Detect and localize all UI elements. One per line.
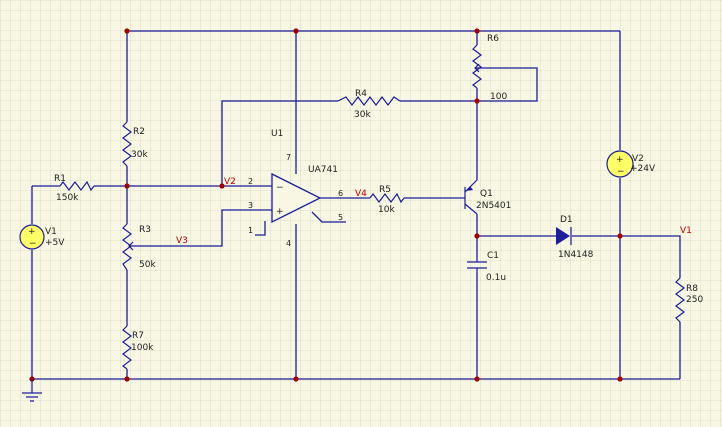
u1-ref: U1 (271, 129, 283, 139)
r5-ref: R5 (379, 185, 391, 195)
u1-value: UA741 (308, 165, 338, 175)
v1-ref: V1 (45, 227, 57, 237)
r1-resistor[interactable]: R1 150k (54, 174, 95, 203)
v1-plus-sign: + (28, 227, 36, 237)
junction-gnd-divider (124, 376, 130, 382)
r2-ref: R2 (133, 127, 145, 137)
c1-ref: C1 (487, 251, 499, 261)
u1-minus-input-sign: − (276, 183, 284, 193)
u1-pin-4: 4 (286, 239, 291, 248)
r3-value: 50k (139, 260, 156, 270)
u1-pin-5: 5 (338, 213, 343, 222)
r1-ref: R1 (54, 174, 66, 184)
r7-ref: R7 (132, 331, 144, 341)
r4-resistor[interactable]: R4 30k (337, 89, 401, 120)
r8-ref: R8 (686, 284, 698, 294)
u1-pin-3: 3 (248, 201, 253, 210)
r8-resistor[interactable]: R8 250 (675, 277, 703, 323)
q1-ref: Q1 (480, 189, 493, 199)
wire-r6-wiper-loop (477, 67, 538, 102)
junction-r6-wiper (474, 98, 480, 104)
wire-offset5 (311, 211, 346, 223)
u1-pin-1: 1 (248, 226, 253, 235)
net-label-v3: V3 (176, 236, 188, 246)
junctions (29, 28, 623, 382)
r4-ref: R4 (355, 89, 367, 99)
junction-top-u1 (293, 28, 299, 34)
c1-capacitor[interactable]: C1 0.1u (467, 251, 506, 283)
junction-gnd-c1 (474, 376, 480, 382)
r6-ref: R6 (487, 34, 499, 44)
q1-transistor[interactable]: Q1 2N5401 (458, 179, 511, 215)
v2-minus-sign: − (617, 167, 625, 177)
junction-gnd-v2 (617, 376, 623, 382)
r6-value: 100 (490, 92, 507, 102)
wire-noninv-input (139, 209, 255, 247)
wire-feedback-drop (221, 100, 338, 186)
junction-collector (474, 233, 480, 239)
u1-pin-2: 2 (248, 177, 253, 186)
q1-value: 2N5401 (476, 201, 511, 211)
junction-feedback (219, 183, 225, 189)
net-label-v1: V1 (680, 226, 692, 236)
v1-minus-sign: − (29, 239, 37, 249)
v1-value: +5V (45, 238, 65, 248)
junction-r2-r3 (124, 183, 130, 189)
d1-value: 1N4148 (558, 250, 594, 260)
r1-value: 150k (56, 193, 79, 203)
c1-value: 0.1u (486, 273, 506, 283)
v2-value: +24V (630, 164, 656, 174)
v2-source[interactable]: + − V2 +24V (606, 150, 656, 178)
ground-symbol (22, 379, 42, 402)
u1-plus-input-sign: + (276, 207, 284, 217)
d1-ref: D1 (560, 215, 573, 225)
junction-d1-out (617, 233, 623, 239)
r5-resistor[interactable]: R5 10k (369, 185, 405, 215)
wire-d1-cathode (572, 235, 681, 278)
r5-value: 10k (378, 205, 395, 215)
r8-value: 250 (686, 295, 703, 305)
wire-offset1 (255, 221, 266, 236)
junction-top-r6 (474, 28, 480, 34)
d1-diode[interactable]: D1 1N4148 (556, 215, 594, 260)
r3-ref: R3 (139, 225, 151, 235)
net-label-v4: V4 (355, 189, 367, 199)
r4-value: 30k (354, 110, 371, 120)
junction-gnd-u1 (293, 376, 299, 382)
u1-pin-6: 6 (338, 189, 343, 198)
r2-resistor[interactable]: R2 30k (122, 121, 148, 167)
v2-plus-sign: + (616, 155, 624, 165)
net-label-v2: V2 (224, 177, 236, 187)
r3-potentiometer[interactable]: R3 50k (122, 223, 156, 271)
u1-opamp[interactable]: − + U1 UA741 2 3 1 7 4 6 5 (248, 129, 343, 248)
v1-source[interactable]: + − V1 +5V (19, 224, 65, 250)
r7-resistor[interactable]: R7 100k (122, 325, 154, 370)
r7-value: 100k (131, 343, 154, 353)
r6-rheostat[interactable]: R6 100 (472, 34, 507, 102)
net-labels: V2 V3 V4 V1 (176, 177, 692, 246)
u1-pin-7: 7 (286, 153, 291, 162)
v2-ref: V2 (632, 154, 644, 164)
junction-top-divider (124, 28, 130, 34)
r2-value: 30k (131, 150, 148, 160)
wires (31, 30, 681, 380)
